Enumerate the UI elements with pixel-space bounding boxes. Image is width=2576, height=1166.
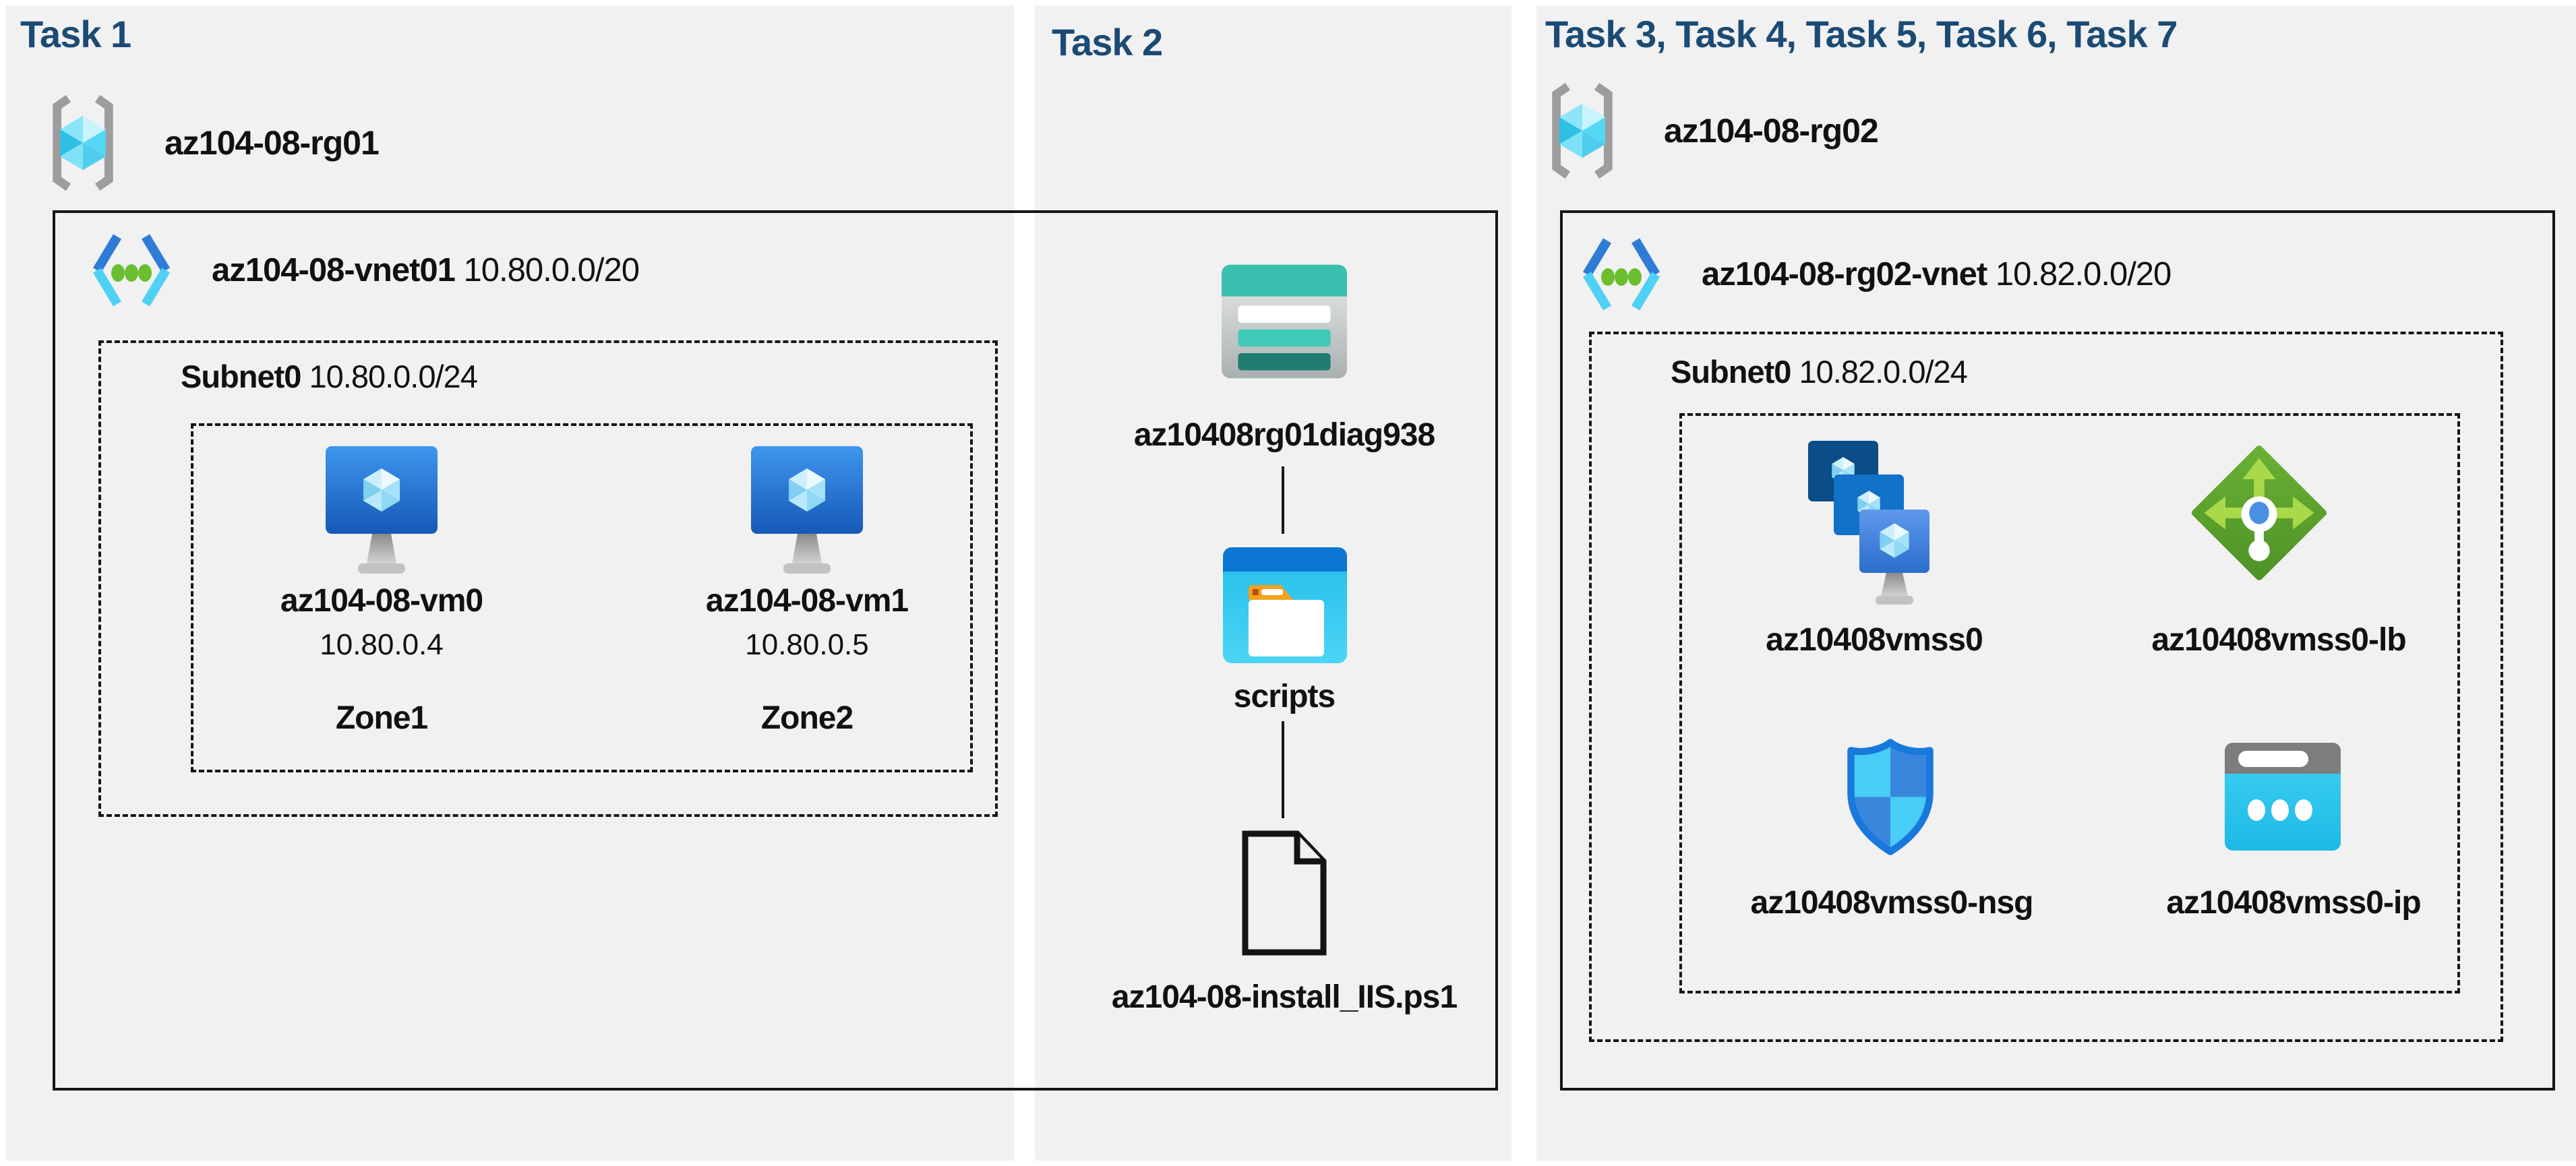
resource-group-rg01: az104-08-rg01 [43,92,380,194]
storage-account-icon [1222,264,1347,379]
script-file-icon [1239,829,1329,957]
resource-group-rg02: az104-08-rg02 [1542,80,1879,182]
script-file-name: az104-08-install_IIS.ps1 [1111,979,1458,1015]
resource-group-name: az104-08-rg01 [164,124,380,162]
nsg-name: az10408vmss0-nsg [1750,885,2034,921]
subnet-name: Subnet0 [181,359,301,394]
vm-zone-box [191,423,973,772]
task3-title: Task 3, Task 4, Task 5, Task 6, Task 7 [1545,13,2178,55]
vm-ip: 10.80.0.5 [745,628,869,661]
virtual-network-icon [1578,235,1665,314]
subnet0-label-left: Subnet0 10.80.0.0/24 [181,358,478,395]
vm-name: az104-08-vm0 [280,583,483,619]
nsg-shield-icon [1838,737,1943,857]
panel-task3 [1536,5,2576,1161]
vnet-name: az104-08-rg02-vnet [1702,256,1987,293]
vmss-resources-box [1679,413,2460,993]
subnet0-box-right [1589,332,2503,1042]
resource-group-name: az104-08-rg02 [1664,112,1879,150]
storage-account-name: az10408rg01diag938 [1133,417,1435,453]
resource-group-icon [43,93,123,193]
vnet02-header: az104-08-rg02-vnet 10.82.0.0/20 [1578,232,2171,317]
container-name: scripts [1233,679,1336,714]
subnet-cidr: 10.82.0.0/24 [1799,354,1967,390]
vnet02-boundary-box [1560,210,2555,1091]
vnet01-boundary-box [53,210,1498,1091]
vm-ip: 10.80.0.4 [320,628,444,661]
connector-storage-to-container [1282,466,1284,534]
panel-task1 [5,5,1014,1161]
blob-container-icon [1223,547,1347,663]
task1-title: Task 1 [20,13,131,55]
subnet0-label-right: Subnet0 10.82.0.0/24 [1671,353,1968,390]
vm-scale-set-icon [1807,439,1931,607]
subnet0-box-left [98,340,998,817]
vnet-title: az104-08-rg02-vnet 10.82.0.0/20 [1702,255,2171,293]
vnet-title: az104-08-vnet01 10.80.0.0/20 [212,251,640,289]
vmss-name: az10408vmss0 [1766,622,1983,658]
load-balancer-icon [2190,443,2329,582]
vm-name: az104-08-vm1 [705,583,909,619]
vnet01-header: az104-08-vnet01 10.80.0.0/20 [88,228,640,313]
public-ip-name: az10408vmss0-ip [2166,885,2421,921]
subnet-name: Subnet0 [1671,354,1791,390]
public-ip-icon [2225,743,2341,851]
vm-zone: Zone1 [335,700,428,736]
virtual-machine-icon [324,445,439,580]
vnet-cidr: 10.82.0.0/20 [1995,256,2171,293]
resource-group-icon [1542,81,1622,181]
subnet-cidr: 10.80.0.0/24 [309,359,477,394]
task2-title: Task 2 [1052,21,1163,63]
load-balancer-name: az10408vmss0-lb [2151,622,2406,658]
vm-zone: Zone2 [760,700,853,736]
connector-container-to-file [1282,721,1284,818]
vnet-name: az104-08-vnet01 [212,252,456,288]
virtual-machine-icon [750,445,864,580]
virtual-network-icon [88,231,175,310]
vnet-cidr: 10.80.0.0/20 [463,252,640,288]
